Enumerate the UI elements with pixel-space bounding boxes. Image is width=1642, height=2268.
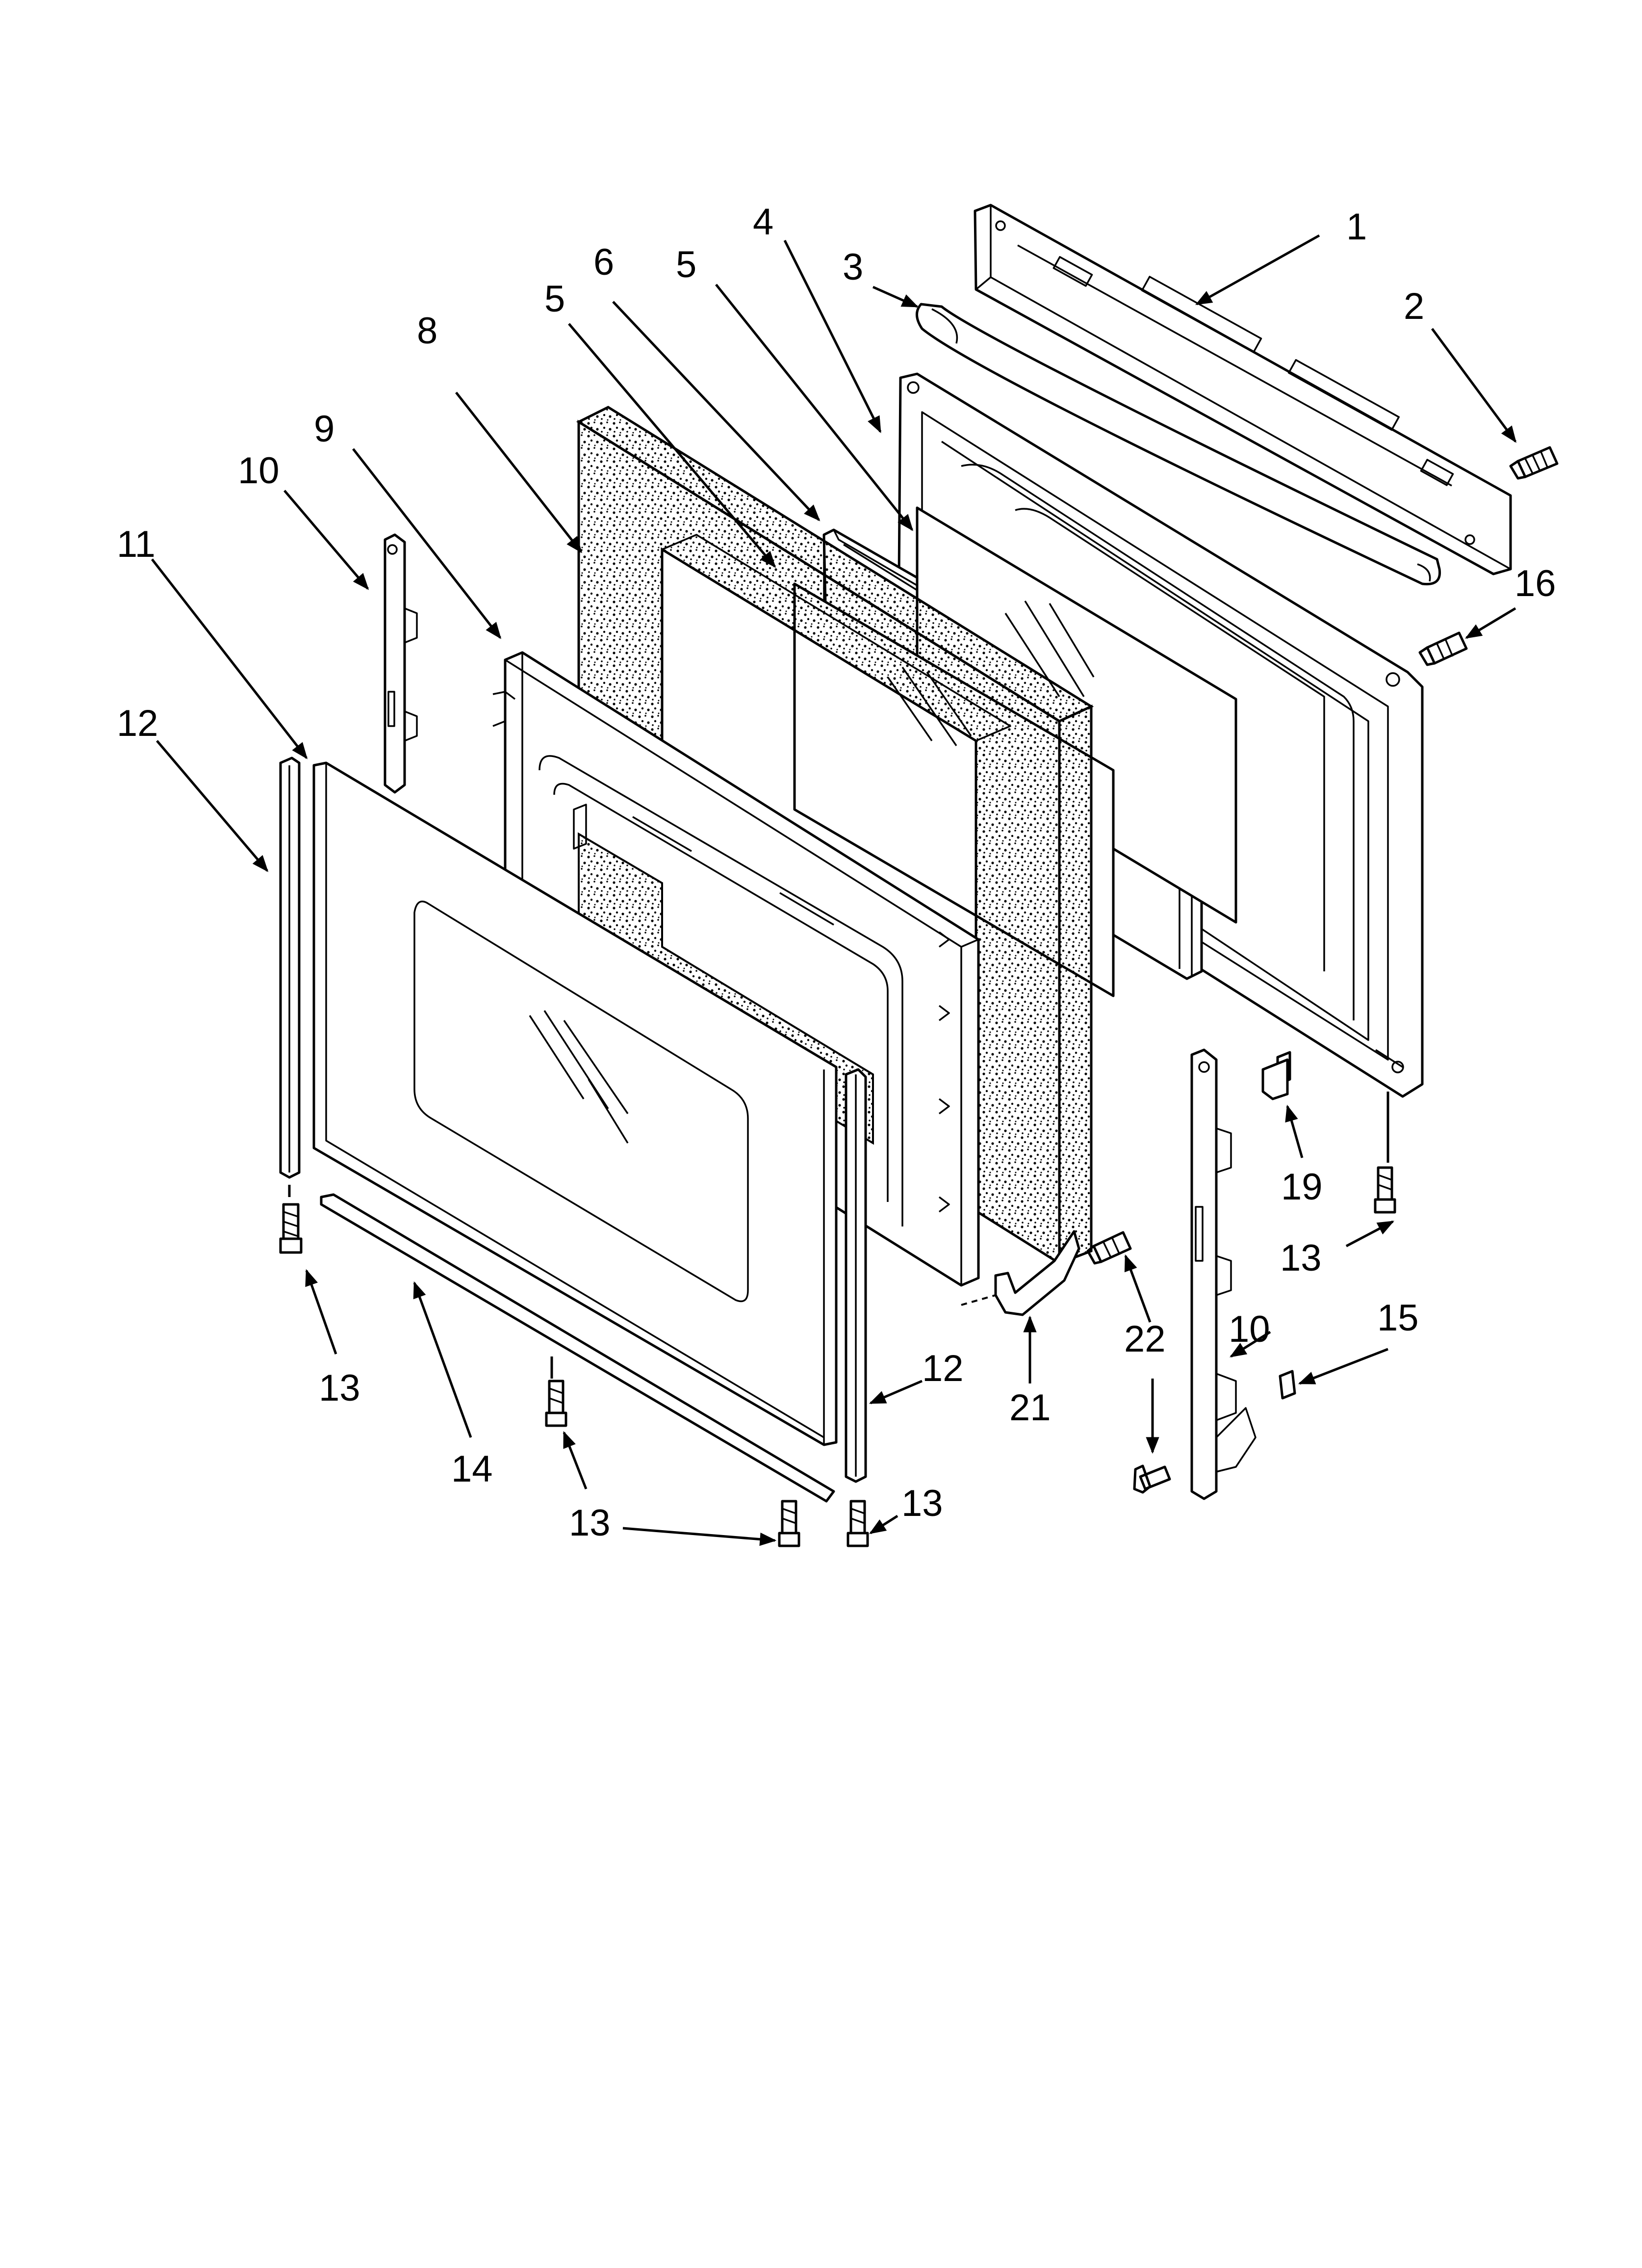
label-15: 15 xyxy=(1377,1297,1419,1339)
label-9: 9 xyxy=(314,408,334,450)
part-12-left-trim xyxy=(279,756,301,1179)
part-21-bracket xyxy=(961,1230,1080,1316)
leader-lines xyxy=(151,234,1517,1546)
part-22-screw-lower xyxy=(1133,1464,1171,1494)
part-19-clip xyxy=(1261,1051,1291,1100)
part-13-screw-e xyxy=(1374,1166,1396,1214)
part-13-screw-a xyxy=(279,1203,303,1254)
label-16: 16 xyxy=(1514,563,1556,604)
label-3: 3 xyxy=(843,246,863,288)
part-13-screw-d xyxy=(847,1500,869,1547)
label-6: 6 xyxy=(593,241,614,283)
label-13b: 13 xyxy=(569,1502,611,1544)
label-13a: 13 xyxy=(319,1367,360,1409)
part-16-screw xyxy=(1418,631,1468,666)
label-14: 14 xyxy=(451,1448,493,1490)
label-2: 2 xyxy=(1404,286,1424,327)
label-19: 19 xyxy=(1281,1166,1323,1208)
label-13c: 13 xyxy=(901,1483,943,1524)
part-11-outer-door xyxy=(312,761,838,1446)
part-12-right-trim xyxy=(845,1068,867,1483)
label-8: 8 xyxy=(417,310,437,352)
label-12b: 12 xyxy=(922,1348,964,1389)
label-10a: 10 xyxy=(238,450,280,492)
callout-labels: 1 2 3 4 5 5 6 8 9 10 10 11 12 12 13 13 1… xyxy=(117,201,1556,1544)
label-13d: 13 xyxy=(1280,1237,1322,1279)
part-10-left-hinge xyxy=(384,533,418,794)
label-5a: 5 xyxy=(676,244,696,286)
label-12a: 12 xyxy=(117,703,158,744)
part-1-door-trim xyxy=(974,204,1512,575)
label-21: 21 xyxy=(1009,1387,1051,1429)
part-10-right-hinge xyxy=(1190,1048,1257,1500)
part-3-handle xyxy=(916,303,1441,586)
part-2-screw xyxy=(1509,446,1559,480)
label-1: 1 xyxy=(1346,206,1367,248)
part-13-screw-c xyxy=(778,1500,800,1547)
part-22-screw xyxy=(1086,1231,1132,1265)
part-14-bottom-trim xyxy=(320,1193,835,1503)
label-5b: 5 xyxy=(544,278,565,320)
label-4: 4 xyxy=(753,201,773,243)
label-22: 22 xyxy=(1124,1318,1166,1360)
part-15-clip xyxy=(1279,1370,1296,1400)
part-13-screw-b xyxy=(545,1380,567,1427)
label-10b: 10 xyxy=(1229,1308,1270,1350)
label-11: 11 xyxy=(117,523,155,565)
